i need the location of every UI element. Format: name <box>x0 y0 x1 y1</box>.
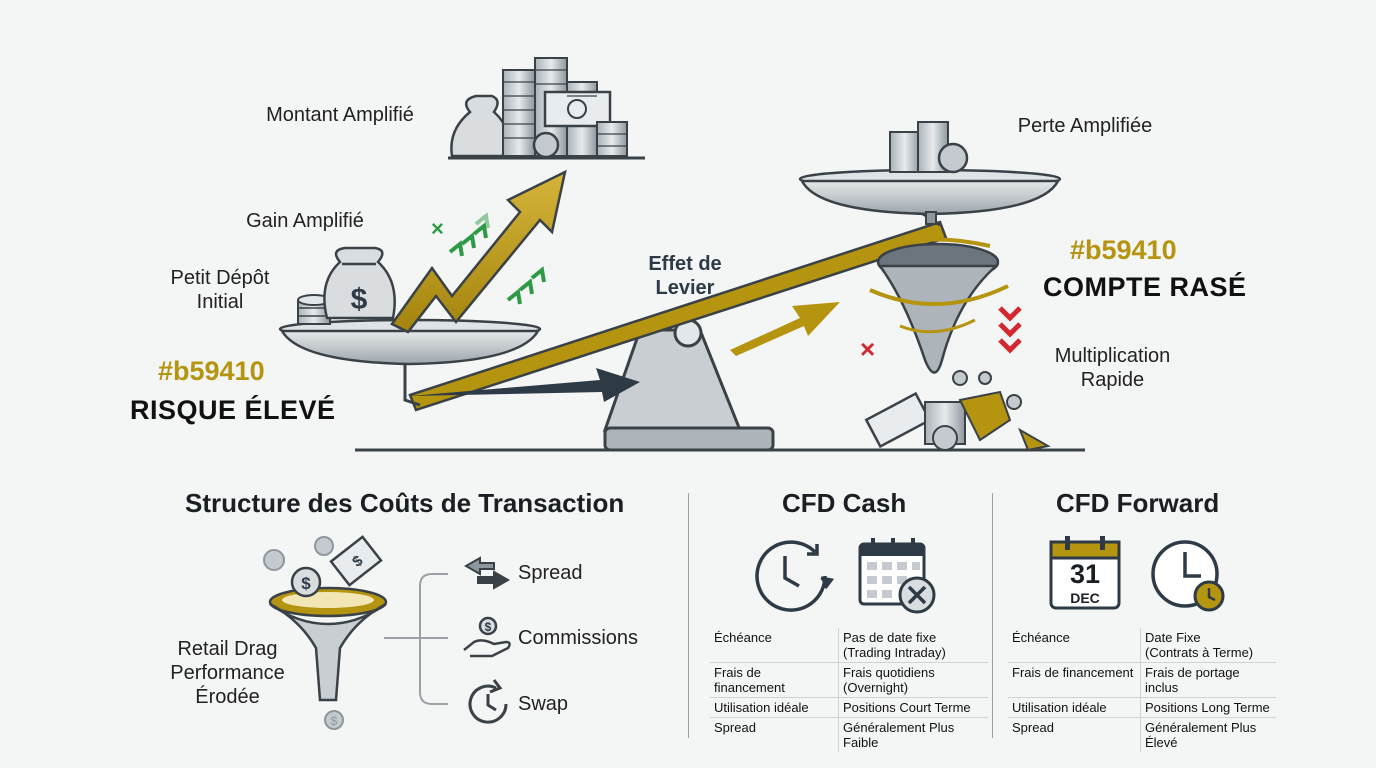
cfd-forward-icons <box>1049 536 1225 612</box>
forward-row-label: Échéance <box>1008 628 1141 663</box>
cfd-cash-title: CFD Cash <box>782 488 907 518</box>
red-cross-icon: × <box>860 334 875 364</box>
svg-text:$: $ <box>301 574 311 593</box>
cost-item-swap: Swap <box>518 693 569 715</box>
cash-row-value: Frais quotidiens (Overnight) <box>838 662 988 698</box>
svg-text:$: $ <box>331 714 338 728</box>
perte-amplifiee-label: Perte Amplifiée <box>1017 115 1153 137</box>
tornado-icon <box>869 237 1022 410</box>
funnel-label: Retail Drag Performance Érodée <box>170 638 285 708</box>
petit-depot-label: Petit Dépôt Initial <box>170 267 270 313</box>
costs-title: Structure des Coûts de Transaction <box>185 488 625 518</box>
left-risk-label: RISQUE ÉLEVÉ <box>130 395 336 425</box>
multiplication-label: Multiplication Rapide <box>1054 345 1171 391</box>
hand-coin-icon: $ <box>463 616 511 658</box>
cost-bracket <box>384 573 448 705</box>
calendar-fixed-date-icon <box>1049 536 1121 610</box>
gain-arrow <box>390 169 567 334</box>
divider-2 <box>992 493 993 738</box>
cash-row-value: Positions Court Terme <box>838 697 988 718</box>
forward-row-value: Généralement Plus Élevé <box>1140 717 1276 752</box>
cfd-forward-title: CFD Forward <box>1056 488 1220 518</box>
right-risk-label: COMPTE RASÉ <box>1043 272 1247 302</box>
money-pile-icon <box>448 57 645 160</box>
cash-row-label: Spread <box>710 717 839 752</box>
svg-text:$: $ <box>349 552 367 571</box>
clock-icon <box>755 540 835 612</box>
right-pan <box>798 168 1062 225</box>
cash-row-value: Pas de date fixe (Trading Intraday) <box>843 630 946 660</box>
cash-row-label: Utilisation idéale <box>710 697 839 718</box>
cfd-cash-icons <box>755 538 936 614</box>
lost-money-icon <box>864 390 1051 452</box>
calendar-day: 31 <box>1069 559 1101 589</box>
green-cross-icon: × <box>431 216 444 241</box>
forward-row-value: Date Fixe (Contrats à Terme) <box>1145 630 1254 660</box>
clock-cycle-icon <box>468 679 508 724</box>
fulcrum-icon <box>602 318 775 452</box>
gain-amplifie-label: Gain Amplifié <box>246 210 364 232</box>
forward-row-value: Positions Long Terme <box>1140 697 1276 718</box>
cash-row-label: Échéance <box>710 628 839 663</box>
svg-text:$: $ <box>351 283 368 316</box>
montant-amplifie-label: Montant Amplifié <box>266 104 414 126</box>
green-chevrons-icon <box>448 212 546 305</box>
forward-row-value: Frais de portage inclus <box>1140 662 1276 698</box>
clock-deadline-icon <box>1151 540 1225 612</box>
leverage-scene: $ × <box>278 57 1085 452</box>
left-hex-label: #b59410 <box>158 356 265 386</box>
exchange-arrows-icon <box>463 556 511 590</box>
forward-row-label: Spread <box>1008 717 1141 752</box>
right-hex-label: #b59410 <box>1070 235 1177 265</box>
forward-row-label: Utilisation idéale <box>1008 697 1141 718</box>
cost-item-commissions: Commissions <box>518 627 639 649</box>
right-coin-stack-icon <box>889 121 969 174</box>
forward-row-label: Frais de financement <box>1008 662 1141 698</box>
calendar-month: DEC <box>1070 590 1100 606</box>
money-bag-icon: $ <box>323 246 396 320</box>
red-chevrons-icon <box>998 306 1022 354</box>
cost-item-spread: Spread <box>518 562 583 584</box>
divider-1 <box>688 493 689 738</box>
effet-levier-label: Effet de Levier <box>648 253 722 299</box>
dark-arrow <box>410 368 640 402</box>
svg-text:$: $ <box>485 620 492 634</box>
cash-row-value: Généralement Plus Faible <box>838 717 988 752</box>
calendar-cancel-icon <box>858 538 936 614</box>
gold-arrow <box>730 302 840 356</box>
cash-row-label: Frais de financement <box>710 662 839 698</box>
